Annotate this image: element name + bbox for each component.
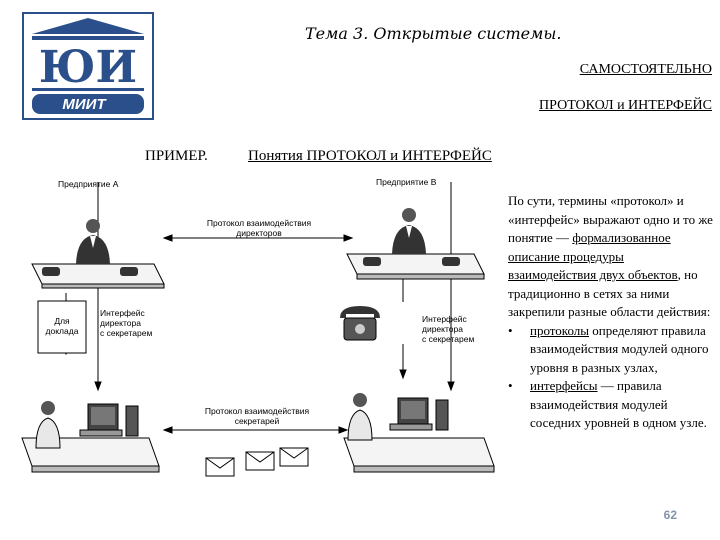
- arrow-left-bottom-icon: [162, 426, 173, 434]
- example-title: Понятия ПРОТОКОЛ и ИНТЕРФЕЙС: [248, 148, 492, 164]
- secretary-b-desk: [343, 393, 495, 473]
- intro-paragraph: По сути, термины «протокол» и «интерфейс…: [508, 193, 713, 319]
- director-a-desk: [31, 219, 165, 289]
- heading-protocol-interface: ПРОТОКОЛ и ИНТЕРФЕЙС: [539, 98, 712, 113]
- bullet-protocols: • протоколы определяют правила взаимодей…: [508, 322, 709, 375]
- label-for-report: Для доклада: [45, 316, 79, 336]
- report-document: [37, 300, 87, 354]
- label-secretaries-protocol: Протокол взаимодействия секретарей: [204, 406, 310, 426]
- envelopes: [205, 447, 309, 477]
- protocol-interface-diagram: Предприятие А Предприятие В Протокол вза…: [14, 168, 510, 520]
- label-interface-left: Интерфейс директора с секретарем: [100, 308, 153, 338]
- arrow-down-right-icon: [447, 381, 455, 392]
- example-label: ПРИМЕР.: [145, 148, 208, 164]
- arrow-right-top-icon: [343, 234, 354, 242]
- bullet-interfaces: • интерфейсы — правила взаимодействия мо…: [508, 378, 707, 430]
- arrow-right-bottom-icon: [338, 426, 349, 434]
- label-enterprise-b: Предприятие В: [376, 177, 437, 187]
- institute-logo: ЮИ МИИТ: [22, 12, 154, 120]
- label-enterprise-a: Предприятие А: [58, 179, 119, 189]
- arrow-left-top-icon: [162, 234, 173, 242]
- heading-independent: САМОСТОЯТЕЛЬНО: [579, 62, 712, 77]
- label-interface-right: Интерфейс директора с секретарем: [422, 314, 475, 344]
- director-b-desk: [346, 208, 485, 280]
- topic-title: Тема 3. Открытые системы.: [305, 24, 562, 43]
- logo-subtext: МИИТ: [62, 96, 107, 113]
- logo-text: ЮИ: [39, 42, 137, 93]
- secretary-a-desk: [21, 401, 160, 473]
- label-directors-protocol: Протокол взаимодействия директоров: [206, 218, 312, 238]
- explanation-text: По сути, термины «протокол» и «интерфейс…: [508, 192, 714, 433]
- page-number: 62: [663, 508, 677, 522]
- arrow-down-left-icon: [94, 381, 102, 392]
- telephone-icon: [340, 306, 380, 341]
